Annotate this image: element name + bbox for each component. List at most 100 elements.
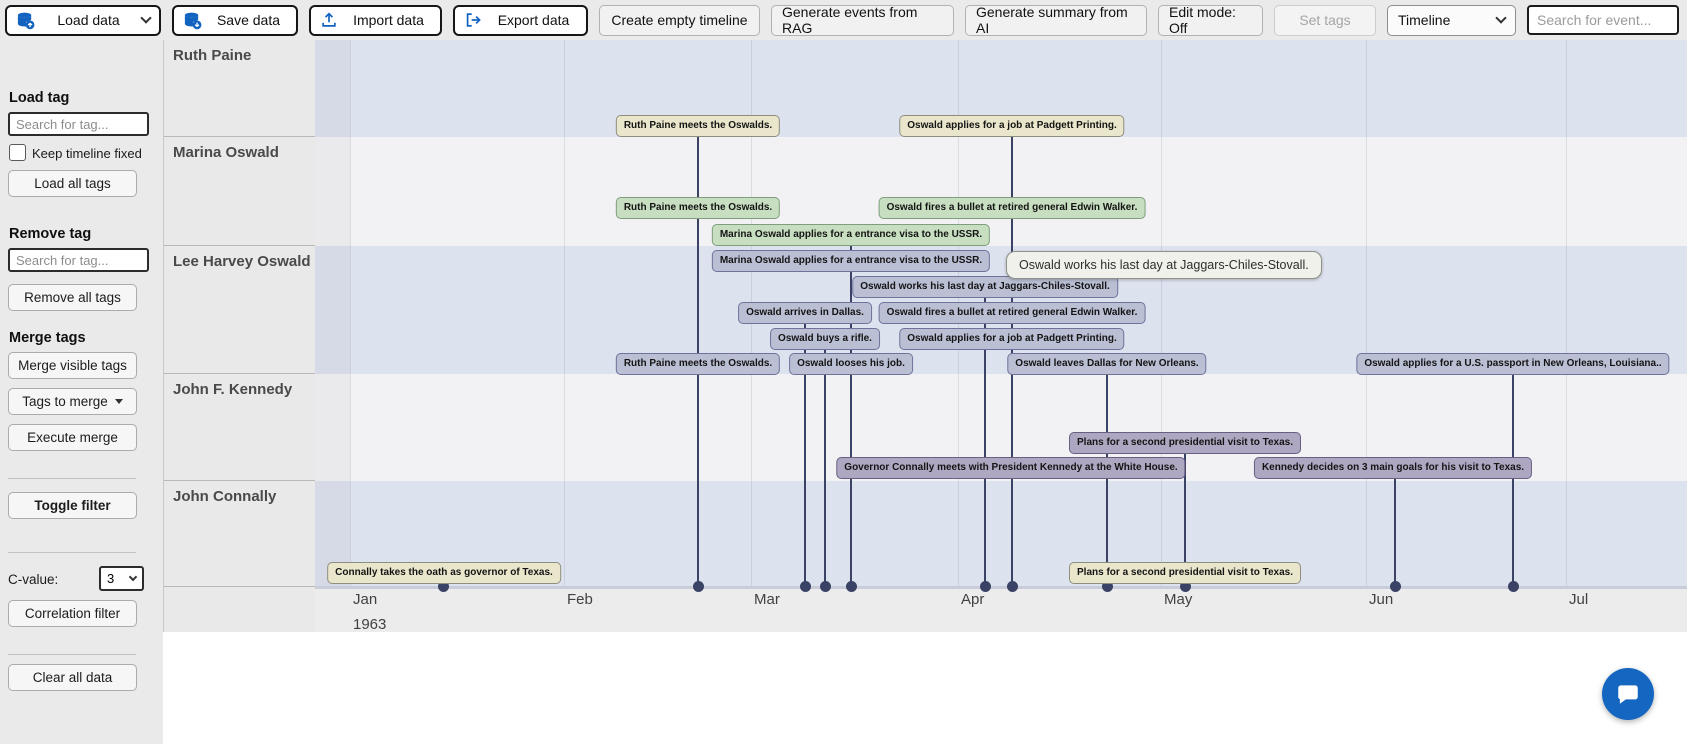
event-search-input[interactable] (1527, 5, 1679, 35)
event-tooltip: Oswald works his last day at Jaggars-Chi… (1006, 251, 1322, 279)
merge-visible-tags-button[interactable]: Merge visible tags (8, 352, 137, 379)
event-dot (692, 581, 704, 592)
event-label[interactable]: Oswald arrives in Dallas. (738, 302, 872, 324)
remove-all-tags-label: Remove all tags (24, 290, 121, 305)
event-dot (1507, 581, 1519, 592)
event-line (1106, 374, 1108, 589)
event-label[interactable]: Oswald looses his job. (789, 353, 913, 375)
merge-visible-tags-label: Merge visible tags (18, 358, 127, 373)
event-label[interactable]: Oswald fires a bullet at retired general… (878, 302, 1146, 324)
save-data-button[interactable]: Save data (172, 4, 298, 36)
event-label[interactable]: Oswald applies for a job at Padgett Prin… (899, 328, 1125, 350)
event-label[interactable]: Oswald works his last day at Jaggars-Chi… (852, 276, 1118, 298)
month-gridline (564, 40, 565, 587)
event-label[interactable]: Oswald buys a rifle. (770, 328, 880, 350)
import-data-label: Import data (353, 12, 424, 28)
generate-events-rag-button[interactable]: Generate events from RAG (771, 4, 954, 36)
create-empty-timeline-button[interactable]: Create empty timeline (599, 4, 760, 36)
month-gridline (350, 40, 351, 587)
keep-timeline-fixed-label: Keep timeline fixed (32, 146, 142, 161)
set-tags-button: Set tags (1274, 4, 1376, 36)
generate-summary-ai-button[interactable]: Generate summary from AI (965, 4, 1147, 36)
database-download-icon (184, 12, 202, 29)
event-label[interactable]: Oswald applies for a job at Padgett Prin… (899, 115, 1125, 137)
axis-year-label: 1963 (353, 616, 387, 632)
keep-timeline-fixed-checkbox[interactable] (9, 144, 26, 161)
event-label[interactable]: Marina Oswald applies for a entrance vis… (711, 250, 991, 272)
toolbar: Load data Save data (0, 0, 1687, 40)
event-label[interactable]: Ruth Paine meets the Oswalds. (615, 353, 781, 375)
chevron-down-icon (140, 12, 152, 24)
event-dot (1101, 581, 1113, 592)
group-label-john-connally: John Connally (164, 481, 316, 587)
event-label[interactable]: Kennedy decides on 3 main goals for his … (1253, 457, 1533, 479)
event-label[interactable]: Ruth Paine meets the Oswalds. (615, 115, 781, 137)
c-value-select[interactable]: 3 (99, 566, 144, 591)
event-label[interactable]: Marina Oswald applies for a entrance vis… (711, 224, 991, 246)
chat-button[interactable] (1602, 668, 1654, 720)
event-label[interactable]: Ruth Paine meets the Oswalds. (615, 197, 781, 219)
event-line (1184, 453, 1186, 589)
event-dot (1179, 581, 1191, 592)
load-data-select[interactable]: Load data (5, 4, 161, 36)
axis-month-label: Jun (1369, 591, 1394, 608)
axis-month-label: May (1164, 591, 1193, 608)
event-label[interactable]: Oswald fires a bullet at retired general… (878, 197, 1146, 219)
event-label[interactable]: Plans for a second presidential visit to… (1069, 562, 1301, 584)
load-all-tags-button[interactable]: Load all tags (8, 170, 137, 197)
remove-tag-heading: Remove tag (9, 226, 92, 242)
remove-tag-search-input[interactable] (8, 248, 149, 272)
correlation-filter-button[interactable]: Correlation filter (8, 600, 137, 627)
axis-month-label: Jan (353, 591, 378, 608)
c-value-label: C-value: (8, 572, 59, 587)
event-label[interactable]: Governor Connally meets with President K… (836, 457, 1186, 479)
load-all-tags-label: Load all tags (34, 176, 111, 191)
sidebar-divider (8, 478, 136, 479)
load-tag-search-input[interactable] (8, 112, 149, 136)
generate-events-rag-label: Generate events from RAG (782, 4, 918, 36)
event-line (984, 297, 986, 589)
export-data-button[interactable]: Export data (453, 4, 588, 36)
event-line (1394, 478, 1396, 589)
toggle-filter-button[interactable]: Toggle filter (8, 492, 137, 519)
c-value-current: 3 (107, 571, 115, 586)
event-line (850, 245, 852, 589)
import-data-button[interactable]: Import data (309, 4, 442, 36)
execute-merge-label: Execute merge (27, 430, 118, 445)
event-label[interactable]: Oswald applies for a U.S. passport in Ne… (1356, 353, 1670, 375)
load-data-label: Load data (57, 12, 120, 28)
correlation-filter-label: Correlation filter (24, 606, 121, 621)
remove-all-tags-button[interactable]: Remove all tags (8, 284, 137, 311)
group-label-lee-harvey-oswald: Lee Harvey Oswald (164, 246, 316, 374)
axis-month-label: Apr (961, 591, 985, 608)
month-gridline (1161, 40, 1162, 587)
group-label-marina-oswald: Marina Oswald (164, 137, 316, 246)
group-label-john-f-kennedy: John F. Kennedy (164, 374, 316, 481)
event-dot (1389, 581, 1401, 592)
import-icon (322, 12, 336, 27)
event-label[interactable]: Oswald leaves Dallas for New Orleans. (1007, 353, 1207, 375)
event-line (1512, 374, 1514, 589)
clear-all-data-button[interactable]: Clear all data (8, 664, 137, 691)
event-label[interactable]: Connally takes the oath as governor of T… (327, 562, 561, 584)
execute-merge-button[interactable]: Execute merge (8, 424, 137, 451)
generate-summary-ai-label: Generate summary from AI (976, 4, 1128, 36)
export-data-label: Export data (497, 12, 570, 28)
export-icon (466, 13, 481, 27)
sidebar: Load tag Keep timeline fixed Load all ta… (0, 40, 163, 744)
event-dot (799, 581, 811, 592)
view-mode-label: Timeline (1398, 12, 1451, 28)
event-dot (437, 581, 449, 592)
edit-mode-button[interactable]: Edit mode: Off (1158, 4, 1263, 36)
chevron-down-icon (1495, 12, 1507, 24)
group-row (315, 137, 1687, 246)
event-label[interactable]: Plans for a second presidential visit to… (1069, 432, 1301, 454)
sidebar-divider (8, 654, 136, 655)
event-dot (845, 581, 857, 592)
tags-to-merge-dropdown[interactable]: Tags to merge (8, 388, 137, 415)
event-dot (1006, 581, 1018, 592)
view-mode-select[interactable]: Timeline (1387, 4, 1516, 36)
load-tag-heading: Load tag (9, 90, 70, 106)
